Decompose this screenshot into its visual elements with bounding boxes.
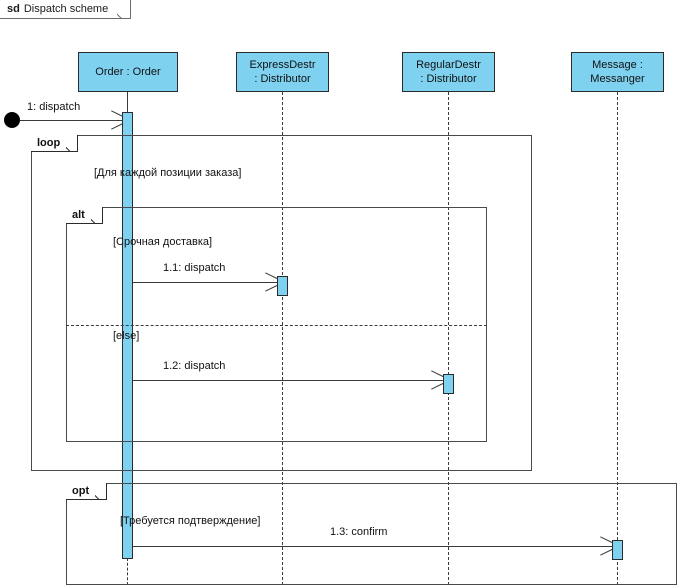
frame-tab-corner-icon [117,0,131,19]
fragment-loop-label-text: loop [37,137,61,149]
fragment-opt-corner-icon [95,483,107,500]
fragment-loop-corner-icon [66,135,78,152]
fragment-alt-label-text: alt [72,209,85,221]
lifeline-stem-order-tail [127,558,128,585]
activation-bar-regular [443,374,454,394]
fragment-loop[interactable] [31,135,532,471]
lifeline-regular-line1: RegularDestr [416,59,481,71]
lifeline-head-message-messanger[interactable]: Message : Messanger [571,52,664,92]
message-label-1-1-dispatch: 1.1: dispatch [163,262,226,274]
message-line-1-2-dispatch [133,380,443,381]
fragment-alt-guard-first: [Срочная доставка] [113,236,213,248]
lifeline-stem-express [282,92,283,585]
message-line-1-dispatch [20,120,123,121]
message-line-1-1-dispatch [133,282,277,283]
start-node-icon [4,112,20,128]
fragment-alt-operand-divider [66,325,487,326]
fragment-alt-guard-else: [else] [113,330,140,342]
arrow-head-1-2-dispatch-icon [430,373,444,387]
lifeline-head-express-distributor[interactable]: ExpressDestr : Distributor [236,52,329,92]
message-label-1-3-confirm: 1.3: confirm [330,526,388,538]
lifeline-order-line1: Order : Order [95,66,161,78]
arrow-head-1-3-confirm-icon [599,539,613,553]
lifeline-regular-line2: : Distributor [420,73,477,85]
lifeline-message-line2: Messanger [590,73,645,85]
arrow-head-1-1-dispatch-icon [264,275,278,289]
lifeline-express-line1: ExpressDestr [249,59,316,71]
fragment-alt[interactable] [66,207,487,442]
activation-bar-message [612,540,623,560]
fragment-opt-label-text: opt [72,485,90,497]
fragment-opt-label: opt [66,483,108,500]
lifeline-head-order[interactable]: Order : Order [78,52,178,92]
activation-bar-order [122,112,133,559]
message-label-1-dispatch: 1: dispatch [27,101,81,113]
lifeline-head-regular-distributor[interactable]: RegularDestr : Distributor [402,52,495,92]
lifeline-express-line2: : Distributor [254,73,311,85]
lifeline-stem-regular [448,92,449,585]
lifeline-message-line1: Message : [592,59,643,71]
message-label-1-2-dispatch: 1.2: dispatch [163,360,226,372]
fragment-alt-corner-icon [91,207,103,224]
fragment-opt-guard: [Требуется подтверждение] [120,515,261,527]
fragment-loop-guard: [Для каждой позиции заказа] [94,167,242,179]
diagram-title: Dispatch scheme [23,3,109,15]
message-line-1-3-confirm [133,546,612,547]
lifeline-stem-order [127,92,128,112]
fragment-loop-label: loop [31,135,79,152]
activation-bar-express [277,276,288,296]
lifeline-stem-message [617,92,618,585]
fragment-alt-label: alt [66,207,103,224]
diagram-frame-label: sd Dispatch scheme [0,0,132,19]
diagram-kind-keyword: sd [7,3,20,15]
